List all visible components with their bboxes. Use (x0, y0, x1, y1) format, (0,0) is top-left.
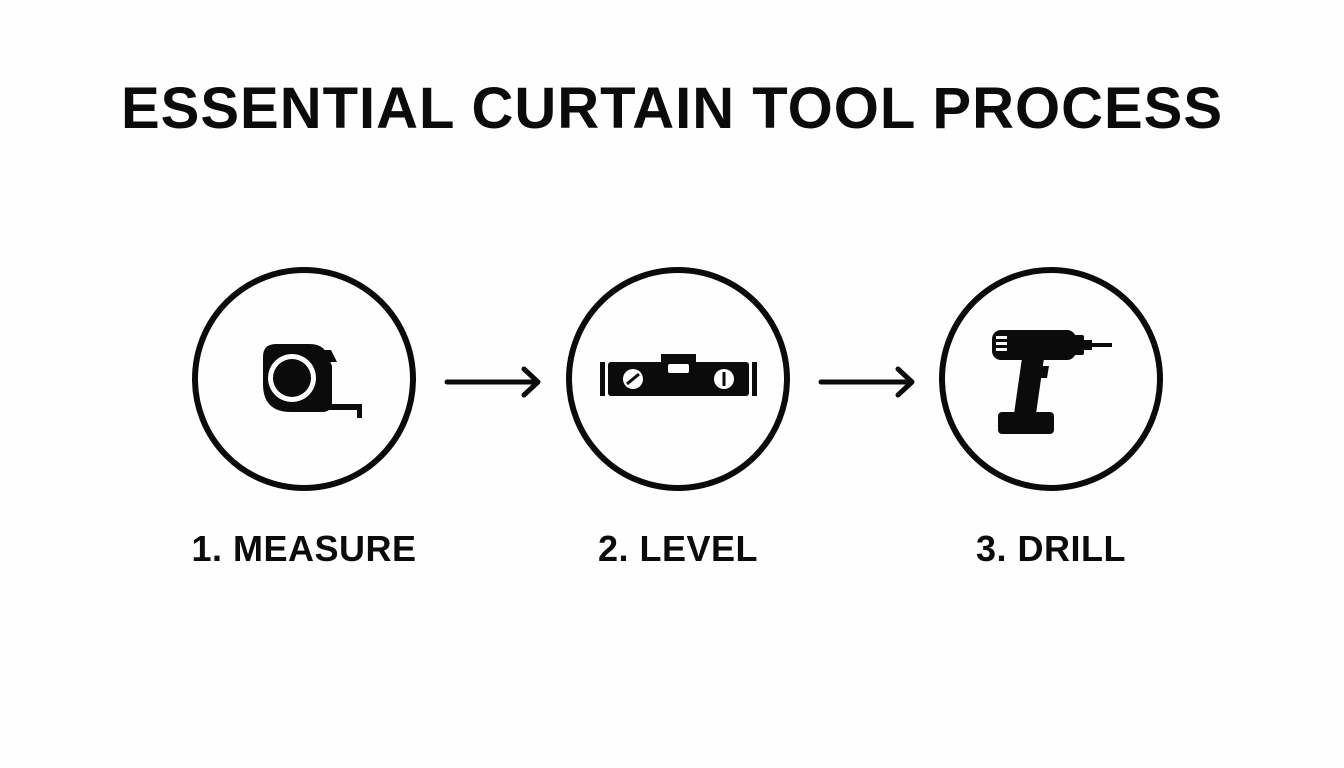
tape-measure-icon (263, 344, 362, 418)
page-title: ESSENTIAL CURTAIN TOOL PROCESS (120, 76, 1224, 141)
step-label-measure: 1. MEASURE (191, 528, 417, 569)
arrow-right-icon (444, 362, 544, 402)
step-label-drill: 3. DRILL (975, 528, 1126, 569)
step-label-level: 2. LEVEL (597, 528, 759, 569)
step-drill-circle (938, 266, 1164, 492)
step-measure-circle (191, 266, 417, 492)
drill-icon (992, 330, 1112, 434)
step-level-circle (565, 266, 791, 492)
arrow-right-icon (818, 362, 918, 402)
spirit-level-icon (600, 354, 757, 396)
